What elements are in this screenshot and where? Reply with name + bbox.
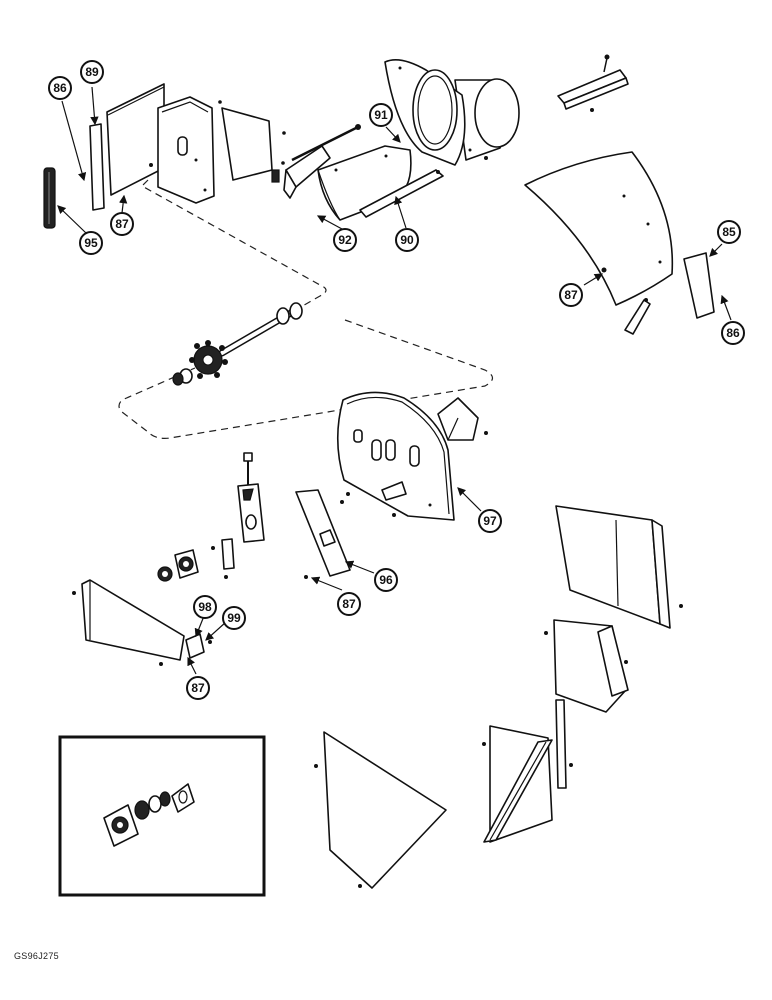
mounting-bracket (271, 145, 331, 199)
side-panel-strip-89 (89, 123, 105, 211)
svg-text:85: 85 (722, 225, 736, 239)
callout-87-upper-left: 87 (110, 212, 134, 236)
callout-95: 95 (79, 231, 103, 255)
svg-text:89: 89 (85, 65, 99, 79)
callout-90: 90 (395, 228, 419, 252)
dashed-outline-assembly (118, 319, 494, 439)
svg-text:95: 95 (84, 236, 98, 250)
inset-bearing-assembly (103, 783, 195, 847)
svg-text:99: 99 (227, 611, 241, 625)
clamp-strip-85 (683, 252, 715, 319)
rubber-strip-95 (43, 167, 56, 229)
callout-91: 91 (369, 103, 393, 127)
callout-85: 85 (717, 220, 741, 244)
flange-bearing (174, 549, 199, 579)
right-lower-panel (544, 619, 629, 713)
bearing-mount-plate (237, 483, 265, 543)
svg-text:92: 92 (338, 233, 352, 247)
bottom-center-panel (314, 731, 447, 889)
sprocket-housing-plate (149, 96, 215, 204)
hex-bolt (243, 452, 253, 488)
long-bolt (291, 124, 361, 162)
curved-shroud-panel (524, 151, 674, 306)
right-side-shield (555, 505, 683, 629)
wear-plate-96 (295, 489, 351, 579)
callout-89: 89 (80, 60, 104, 84)
sprocket (189, 340, 228, 379)
inset-detail-box (58, 735, 266, 897)
callout-92: 92 (333, 228, 357, 252)
svg-text:90: 90 (400, 233, 414, 247)
diagonal-channel-bar (483, 739, 553, 843)
callout-86-upper-left: 86 (48, 76, 72, 100)
svg-text:87: 87 (564, 288, 578, 302)
svg-text:96: 96 (379, 573, 393, 587)
top-angle-bracket (557, 54, 629, 112)
callout-87-lower-left: 87 (186, 676, 210, 700)
svg-text:86: 86 (53, 81, 67, 95)
callout-98: 98 (193, 595, 217, 619)
svg-text:87: 87 (115, 217, 129, 231)
figure-code: GS96J275 (14, 951, 59, 961)
callout-87-right: 87 (559, 283, 583, 307)
fan-housing-cylinder (384, 59, 520, 166)
rear-housing-plate (336, 391, 455, 521)
trough-support-bar (359, 169, 444, 218)
side-cover-sheet (106, 83, 165, 196)
vertical-strip (555, 699, 573, 789)
lower-clamp-bolt (624, 298, 651, 335)
svg-text:91: 91 (374, 108, 388, 122)
svg-text:87: 87 (191, 681, 205, 695)
svg-text:97: 97 (483, 514, 497, 528)
dashed-outline-shaft (141, 179, 327, 353)
shaft-washer (172, 372, 184, 386)
callout-86-right: 86 (721, 321, 745, 345)
callout-97: 97 (478, 509, 502, 533)
svg-text:86: 86 (726, 326, 740, 340)
rear-angle-bracket (437, 397, 488, 441)
callout-87-center: 87 (337, 592, 361, 616)
bearing-collar (157, 566, 173, 582)
small-spacer-plate (221, 538, 235, 570)
small-bolt (211, 546, 228, 579)
callout-99: 99 (222, 606, 246, 630)
svg-text:87: 87 (342, 597, 356, 611)
inner-cover-plate (218, 100, 286, 181)
lower-side-panel (72, 579, 185, 666)
svg-text:98: 98 (198, 600, 212, 614)
callout-96: 96 (374, 568, 398, 592)
leader-lines (57, 86, 732, 675)
